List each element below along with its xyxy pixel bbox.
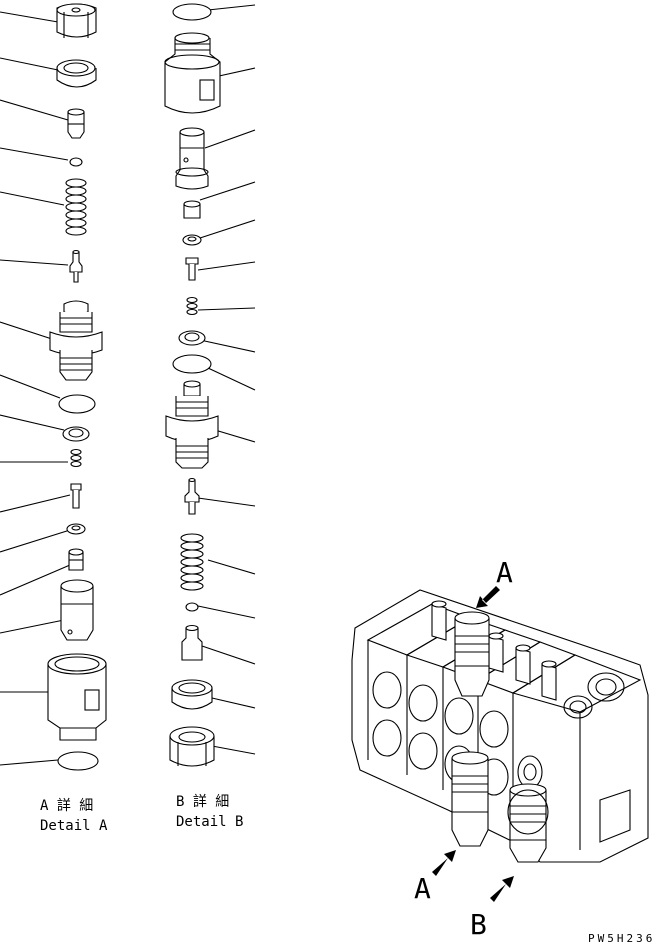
valve-body-part-b [165, 380, 219, 469]
spring-part-b [180, 533, 204, 591]
pin-part-b [185, 257, 199, 281]
lock-nut-part-b [171, 679, 213, 710]
backup-ring-part-b [178, 330, 206, 346]
piston-housing-part-a [60, 579, 94, 641]
small-piston-part-b [181, 624, 203, 661]
view-arrow-a-bottom [432, 850, 456, 876]
detail-b-jp-caption: B 詳 細 [176, 794, 229, 810]
sleeve-part-b [183, 200, 201, 219]
ball-part [69, 157, 83, 167]
detail-a-column [0, 3, 107, 771]
sleeve-part-a [68, 548, 84, 571]
piston-housing-part-b [175, 127, 209, 190]
view-label-b-bottom: B [470, 908, 487, 941]
valve-body-a-part [49, 300, 103, 381]
cap-nut-part [56, 3, 97, 38]
view-arrow-b-bottom [490, 876, 514, 902]
valve-levers [431, 600, 557, 701]
view-label-a-top: A [496, 556, 513, 589]
small-spring-part-a [70, 448, 82, 468]
lock-nut-part [56, 59, 97, 88]
detail-a-jp-caption: A 詳 細 [40, 798, 93, 814]
washer-part-b [182, 234, 202, 246]
port-circles-upper [372, 671, 509, 748]
pin-part-a [70, 483, 82, 509]
ball-part-b [185, 602, 199, 612]
small-spring-part-b [186, 296, 198, 316]
o-ring-top-part-b [172, 3, 212, 21]
cylinder-body-part-a [47, 653, 107, 741]
detail-a-en-caption: Detail A [40, 818, 108, 834]
o-ring-part-b [172, 354, 212, 374]
small-piston-part [67, 108, 85, 139]
poppet-pin-part-b [184, 477, 200, 515]
washer-part-a [66, 523, 86, 535]
spring-part-a [65, 178, 87, 236]
view-label-a-bottom: A [414, 872, 431, 905]
leader-lines-a [0, 11, 71, 766]
leader-lines-b [197, 4, 256, 755]
relief-valve-lower-installed [451, 751, 489, 847]
drawing-code: PW5H236 [588, 932, 655, 945]
relief-valve-b-installed [507, 783, 549, 863]
detail-b-en-caption: Detail B [176, 814, 243, 830]
o-ring-bottom-part-a [57, 751, 99, 771]
cap-nut-part-b [169, 726, 215, 767]
control-valve-assembly [351, 586, 649, 902]
view-arrow-a-top [476, 586, 500, 608]
backup-ring-part-a [62, 426, 90, 442]
relief-valve-a-installed [454, 611, 490, 697]
o-ring-part-a [58, 394, 96, 414]
poppet-pin-part [69, 249, 83, 283]
detail-b-column [164, 3, 256, 767]
cylinder-body-part-b [164, 32, 221, 114]
